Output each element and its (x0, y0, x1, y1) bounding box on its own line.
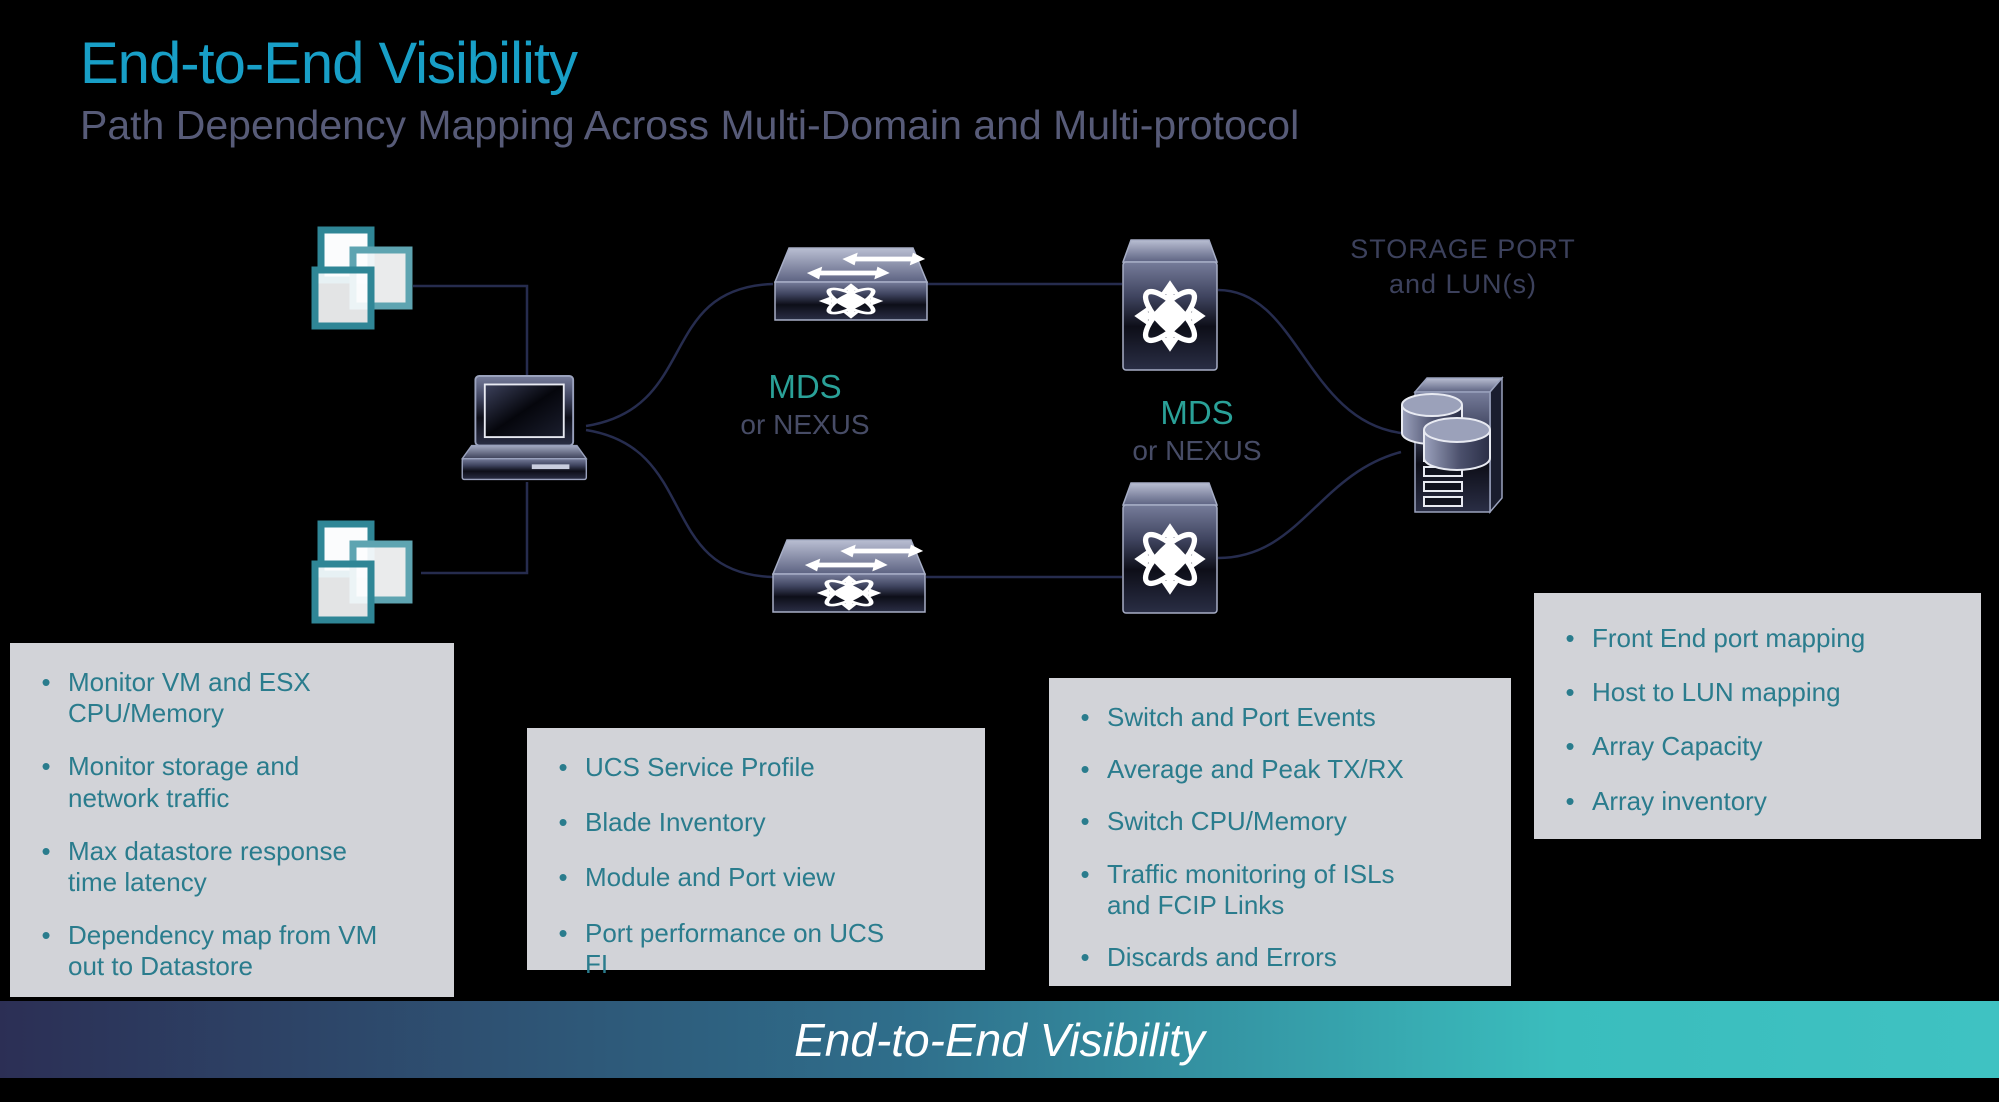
list-item: Host to LUN mapping (1548, 677, 1971, 708)
storage-port-label: STORAGE PORT and LUN(s) (1333, 232, 1593, 302)
page-title: End-to-End Visibility (80, 31, 578, 96)
list-item: Discards and Errors (1063, 942, 1501, 973)
ucs-callout-list: UCS Service Profile Blade Inventory Modu… (541, 752, 975, 980)
storage-port-line1: STORAGE PORT (1350, 234, 1576, 264)
vm-group-icon-top (315, 230, 409, 326)
list-item: Port performance on UCS FI (541, 918, 975, 980)
storage-array-icon (1401, 375, 1504, 515)
director-switch-b-icon (1123, 483, 1217, 613)
list-item: Monitor storage and network traffic (24, 751, 444, 813)
list-item: Average and Peak TX/RX (1063, 754, 1501, 785)
list-item: Module and Port view (541, 862, 975, 893)
host-computer-icon (460, 375, 588, 481)
fabric-switch-a-icon (775, 248, 927, 320)
list-item: Front End port mapping (1548, 623, 1971, 654)
disk-cylinder-icon (1401, 393, 1491, 471)
fabric-switch-b-icon (773, 540, 925, 612)
fabric-b-nexus-label: or NEXUS (1132, 435, 1262, 467)
fabric-b-mds-label: MDS (1160, 394, 1234, 431)
fabric-a-mds-label: MDS (768, 368, 842, 405)
fabric-callout-list: Switch and Port Events Average and Peak … (1063, 702, 1501, 973)
list-item: Traffic monitoring of ISLs and FCIP Link… (1063, 859, 1501, 921)
list-item: Array inventory (1548, 786, 1971, 817)
host-callout-list: Monitor VM and ESX CPU/Memory Monitor st… (24, 667, 444, 983)
callout-box-host: Monitor VM and ESX CPU/Memory Monitor st… (10, 643, 454, 997)
callout-box-fabric: Switch and Port Events Average and Peak … (1049, 678, 1511, 986)
list-item: Switch and Port Events (1063, 702, 1501, 733)
footer-banner: End-to-End Visibility (0, 1001, 1999, 1078)
list-item: Array Capacity (1548, 731, 1971, 762)
fabric-b-label: MDS or NEXUS (1097, 392, 1297, 468)
list-item: Switch CPU/Memory (1063, 806, 1501, 837)
fabric-a-label: MDS or NEXUS (705, 366, 905, 442)
list-item: Max datastore response time latency (24, 836, 444, 898)
connector-lines (413, 282, 1402, 579)
callout-box-storage: Front End port mapping Host to LUN mappi… (1534, 593, 1981, 839)
storage-port-line2: and LUN(s) (1388, 269, 1538, 300)
fabric-a-nexus-label: or NEXUS (740, 409, 870, 441)
list-item: Monitor VM and ESX CPU/Memory (24, 667, 444, 729)
list-item: Dependency map from VM out to Datastore (24, 920, 444, 982)
list-item: Blade Inventory (541, 807, 975, 838)
callout-box-ucs: UCS Service Profile Blade Inventory Modu… (527, 728, 985, 979)
vm-group-icon-bottom (315, 524, 409, 620)
list-item: UCS Service Profile (541, 752, 975, 783)
storage-callout-list: Front End port mapping Host to LUN mappi… (1548, 623, 1971, 817)
page-subtitle: Path Dependency Mapping Across Multi-Dom… (80, 102, 1300, 148)
director-switch-a-icon (1123, 240, 1217, 370)
footer-banner-text: End-to-End Visibility (794, 1013, 1205, 1066)
